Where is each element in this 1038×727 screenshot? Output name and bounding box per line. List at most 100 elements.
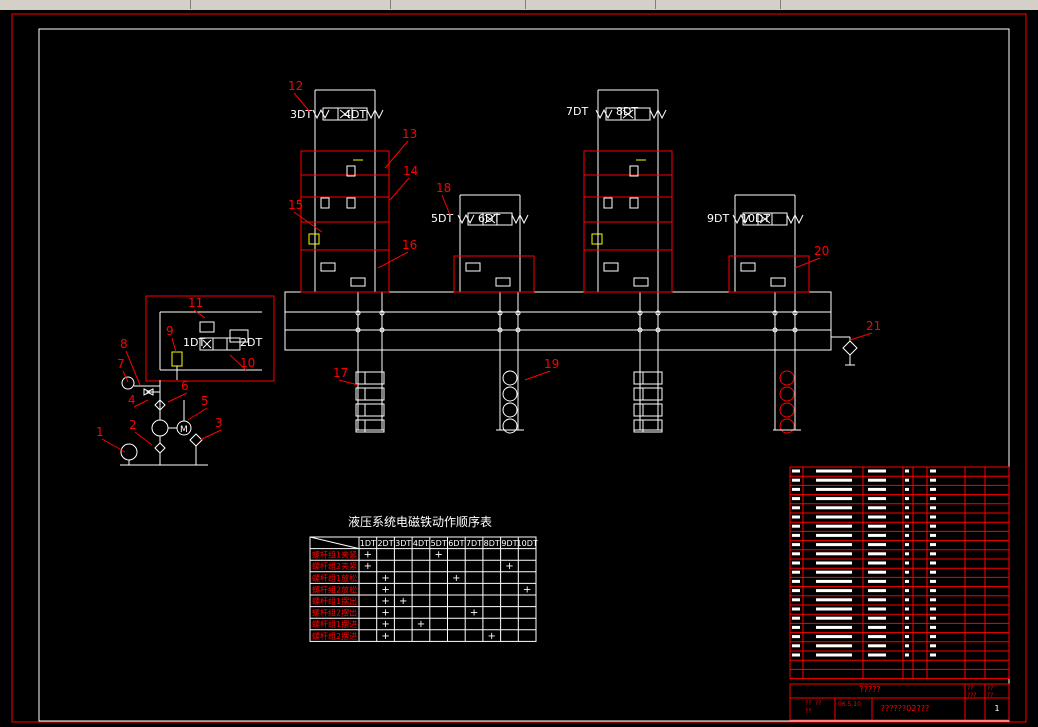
parts-mat-blot [930,579,936,583]
throttle-valve [740,262,756,272]
parts-qty-blot [905,506,909,510]
linear-cylinder [633,403,663,417]
parts-desc-blot [816,570,852,574]
parts-desc-blot [816,506,852,510]
valve-stack [300,89,390,293]
callout-leader [187,407,208,421]
crossing-node [637,310,643,316]
callout-leader [171,337,177,353]
parts-mat-blot [930,543,936,547]
crossing-node [355,310,361,316]
parts-index-blot [792,515,800,519]
actuator-cylinders [355,370,801,434]
rotary-actuator [502,418,518,434]
parts-index-blot [792,653,800,657]
parts-std-blot [868,506,886,510]
callout-7: 7 [117,357,125,371]
callout-leader [101,438,126,453]
callout-9: 9 [166,324,174,338]
parts-std-blot [868,515,886,519]
callout-15: 15 [288,198,303,212]
tab-1[interactable] [60,0,191,9]
parts-mat-blot [930,487,936,491]
parts-std-blot [868,478,886,482]
sub-plate [453,255,535,293]
callout-11: 11 [188,296,203,310]
drawing-number: ??????02??? [881,704,929,713]
parts-index-blot [792,570,800,574]
seq-col-2DT: 2DT [377,539,393,548]
throttle-valve [770,277,786,287]
valve-stack [583,89,673,293]
parts-desc-blot [816,589,852,593]
linear-cylinder [355,419,385,433]
tab-3[interactable] [395,0,526,9]
check-valve [346,197,356,209]
seq-col-8DT: 8DT [484,539,500,548]
tb-cell-1: ?? [805,700,811,707]
parts-std-blot [868,570,886,574]
seq-col-10DT: 10DT [517,539,538,548]
tab-2[interactable] [195,0,391,9]
parts-qty-blot [905,635,909,639]
parts-std-blot [868,644,886,648]
valve-stack [453,194,535,293]
linear-cylinder [633,387,663,401]
seq-mark: + [505,561,513,572]
callout-leader [389,177,410,201]
throttle-valve [603,262,619,272]
sub-plate [728,255,810,293]
parts-desc-blot [816,487,852,491]
callout-8: 8 [120,337,128,351]
parts-mat-blot [930,561,936,565]
crossing-node [515,327,521,333]
parts-qty-blot [905,524,909,528]
seq-row-label: 螺杆组2摆出 [312,608,357,618]
parts-std-blot [868,561,886,565]
solenoid-label-9DT: 9DT [707,212,729,225]
parts-index-blot [792,552,800,556]
check-valve [320,197,330,209]
parts-std-blot [868,524,886,528]
crossing-node [792,310,798,316]
parts-qty-blot [905,644,909,648]
rotary-actuator [502,370,518,386]
parts-desc-blot [816,579,852,583]
throttle-valve [633,277,649,287]
tab-4[interactable] [530,0,656,9]
throttle-valve [465,262,481,272]
callout-18: 18 [436,181,451,195]
callout-leader [794,257,821,269]
parts-std-blot [868,469,886,473]
crossing-node [655,310,661,316]
callout-leader [338,379,359,386]
parts-desc-blot [816,616,852,620]
callout-leader [293,92,311,113]
manifold-risers [355,292,798,430]
tab-5[interactable] [660,0,781,9]
callout-4: 4 [128,393,136,407]
callout-14: 14 [403,164,418,178]
parts-desc-blot [816,635,852,639]
pump-station: M [120,295,275,466]
seq-row-label: 螺杆组2夹紧 [312,561,357,571]
callout-6: 6 [181,379,189,393]
check-valve [346,165,356,177]
crossing-node [355,327,361,333]
parts-index-blot [792,635,800,639]
callout-leader [293,211,323,233]
pressure-valve [308,233,320,245]
seq-mark: + [523,584,531,595]
parts-qty-blot [905,552,909,556]
parts-std-blot [868,487,886,491]
tb-cell-3: ?? [967,685,973,692]
parts-desc-blot [816,524,852,528]
spring-symbol [312,108,330,120]
seq-col-4DT: 4DT [413,539,429,548]
seq-mark: + [470,608,478,619]
parts-mat-blot [930,598,936,602]
parts-index-blot [792,625,800,629]
check-valve [629,197,639,209]
